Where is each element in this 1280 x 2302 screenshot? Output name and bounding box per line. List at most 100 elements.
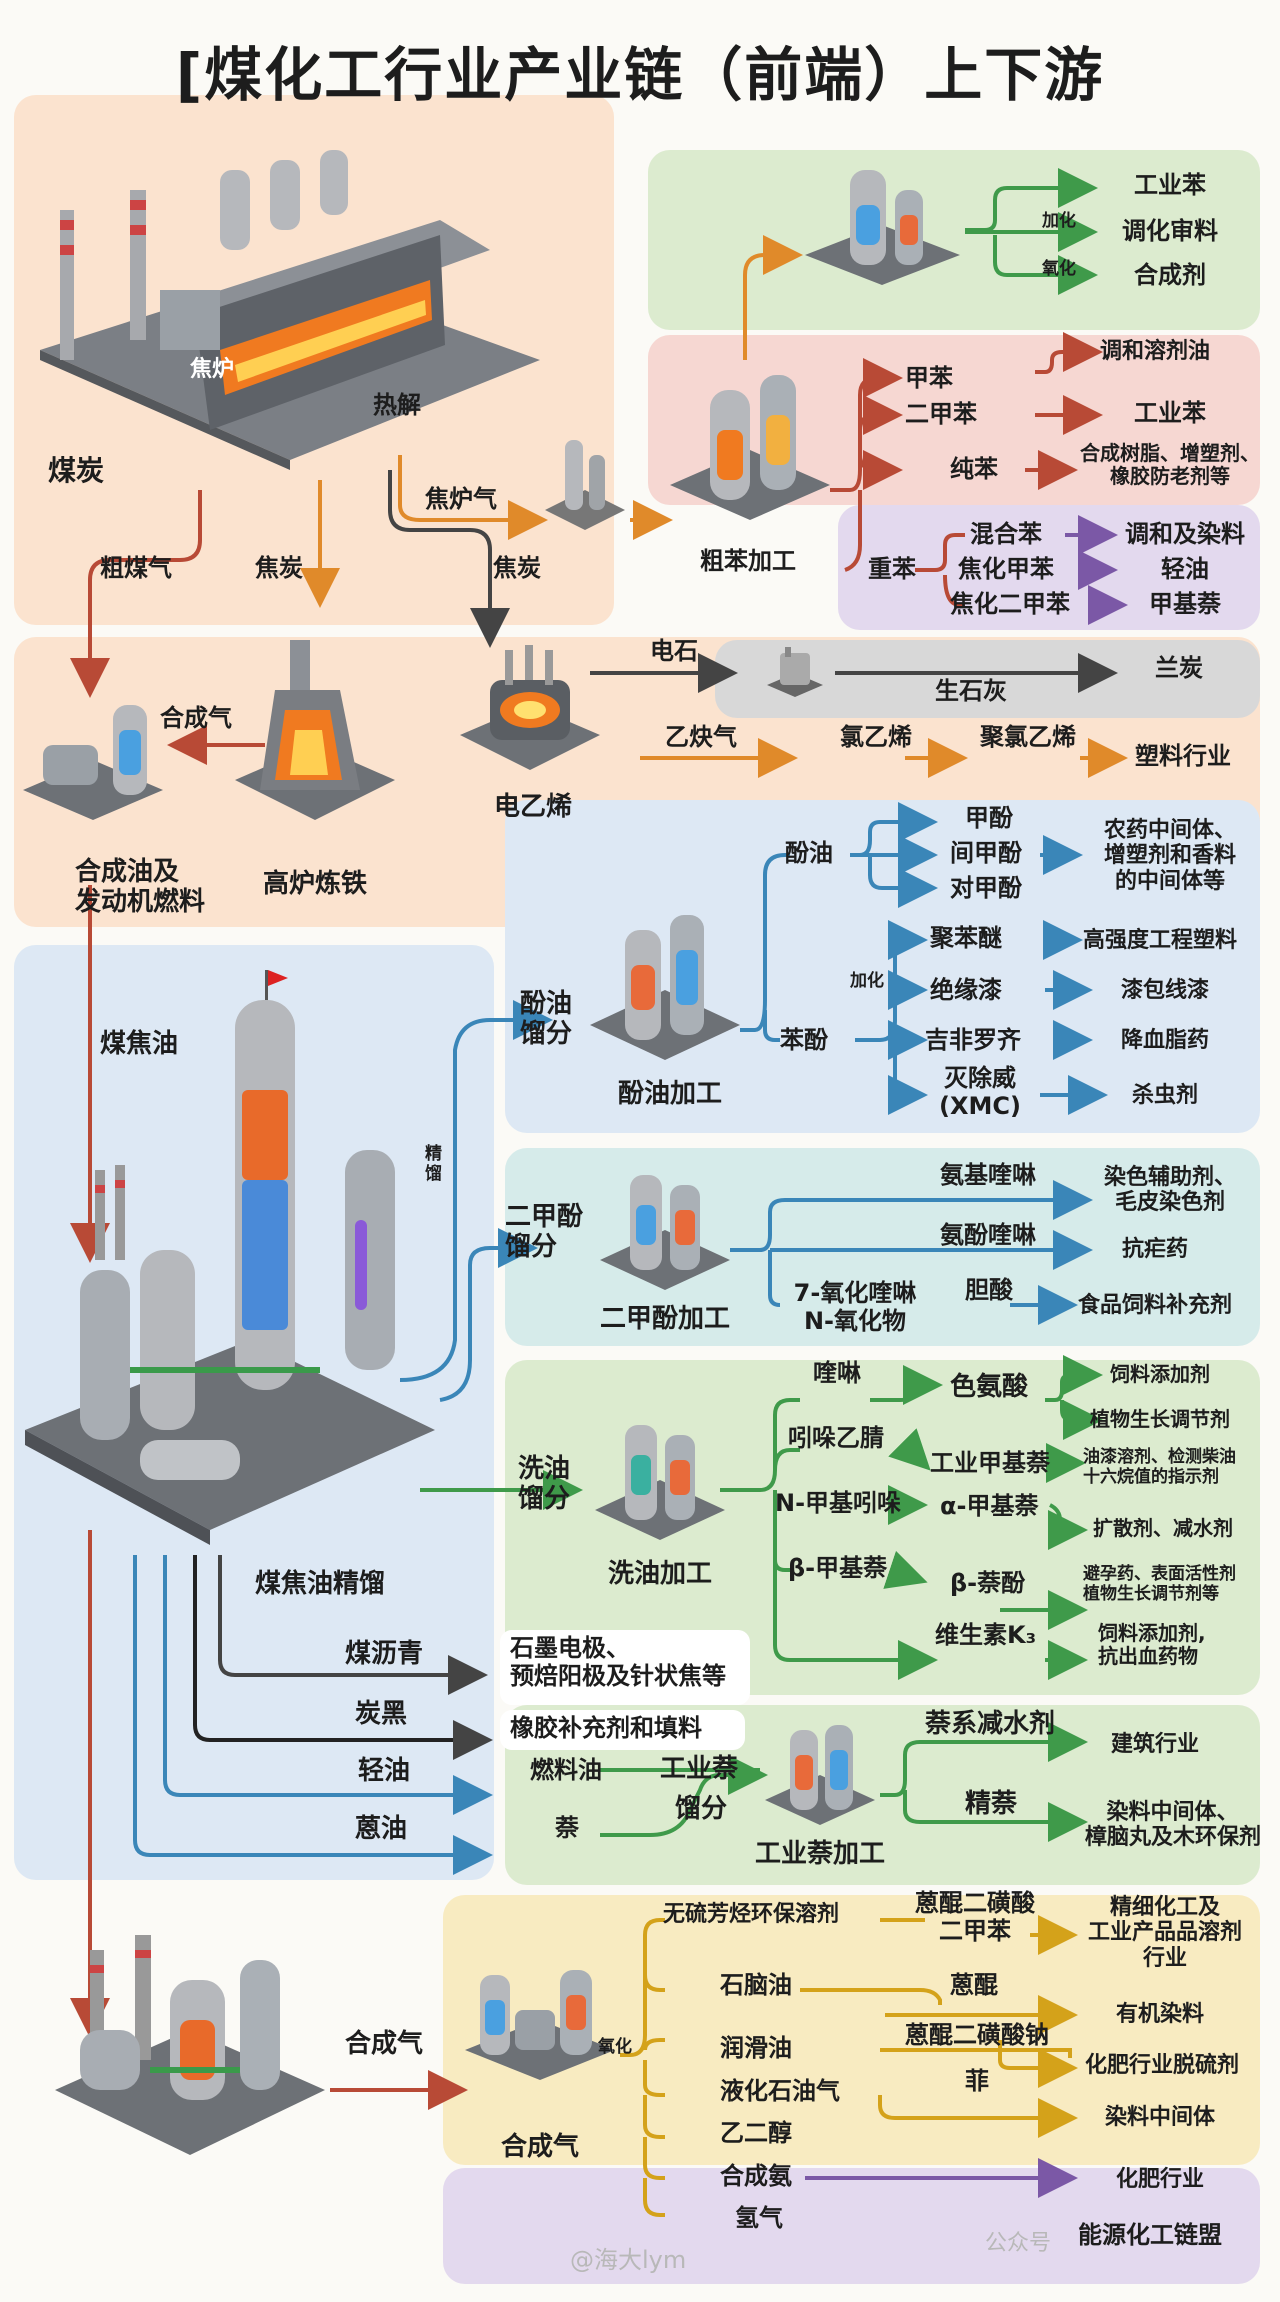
gas-left-6: 氢气 xyxy=(735,2204,783,2232)
wash-left-2: N-甲基吲哚 xyxy=(775,1489,902,1517)
oxidation-label: 氧化 xyxy=(1042,259,1076,279)
blast-furnace-plant xyxy=(230,630,400,830)
weibo-watermark: @海大lym xyxy=(570,2246,687,2274)
coke-oven-plant xyxy=(20,150,540,480)
carbon-black-product: 橡胶补充剂和填料 xyxy=(510,1714,702,1742)
wash-product-0: 饲料添加剂 xyxy=(1110,1362,1210,1386)
toluene-label: 甲苯 xyxy=(905,364,953,392)
vinyl-chloride-label: 氯乙烯 xyxy=(840,723,912,751)
xylenol-item-0: 氨基喹啉 xyxy=(940,1161,1036,1189)
plastics-label: 塑料行业 xyxy=(1135,742,1231,770)
panel-heavy-benzene xyxy=(838,505,1260,630)
ind-naph-label: 工业萘 xyxy=(660,1754,739,1784)
phenol-item-2: 吉非罗齐 xyxy=(925,1026,1021,1054)
wash-mid-2: α-甲基萘 xyxy=(940,1492,1039,1520)
coal-label: 煤炭 xyxy=(48,454,105,487)
gas-left-2: 润滑油 xyxy=(720,2034,792,2062)
gas-left-0: 无硫芳烃环保溶剂 xyxy=(663,1902,840,1927)
electric-ethylene-label: 电乙烯 xyxy=(493,792,572,822)
gas-syngas-arrow-label: 合成气 xyxy=(345,2029,424,2059)
xylenol-product-1: 抗疟药 xyxy=(1121,1237,1188,1262)
blast-furnace-label: 高炉炼铁 xyxy=(262,869,367,899)
wash-oil-fraction-label: 洗油 馏分 xyxy=(518,1454,571,1514)
refining-label: 精馏 xyxy=(425,1144,442,1184)
gas-product-3: 染料中间体 xyxy=(1104,2105,1215,2130)
gas-left-3: 液化石油气 xyxy=(720,2077,840,2105)
heavy-item-0: 混合苯 xyxy=(970,520,1042,548)
wash-product-1: 植物生长调节剂 xyxy=(1090,1407,1230,1431)
phenol-product-2: 降血脂药 xyxy=(1120,1028,1209,1053)
cresol-0: 甲酚 xyxy=(965,804,1013,832)
wash-product-4: 避孕药、表面活性剂 植物生长调节剂等 xyxy=(1083,1564,1236,1604)
phenol-oil-label: 酚油 xyxy=(785,839,833,867)
refining-plant-label: 煤焦油精馏 xyxy=(254,1569,385,1599)
gas-mid-3: 菲 xyxy=(965,2067,989,2095)
anthracene-oil-label: 蒽油 xyxy=(355,1814,408,1844)
wash-product-2: 油漆溶剂、检测柴油 十六烷值的指示剂 xyxy=(1083,1447,1236,1487)
wash-mid-3: β-萘酚 xyxy=(950,1569,1026,1597)
phenol-product-0: 高强度工程塑料 xyxy=(1083,928,1238,953)
tar-distillation-plant xyxy=(20,970,440,1570)
syngas-plant xyxy=(460,1950,620,2090)
cresol-2: 对甲酚 xyxy=(950,874,1022,902)
carbon-black-product-box xyxy=(500,1710,745,1750)
xylenol-product-0: 染色辅助剂、 毛皮染色剂 xyxy=(1103,1165,1236,1216)
refined-naph-label: 精萘 xyxy=(965,1789,1018,1819)
wash-mid-4: 维生素K₃ xyxy=(935,1621,1037,1649)
coke-oven-gas-label: 焦炉气 xyxy=(425,485,497,513)
wash-mid-0: 色氨酸 xyxy=(950,1372,1029,1402)
naphthalene-plant-label: 工业萘加工 xyxy=(754,1839,885,1869)
xylenol-item-3: 胆酸 xyxy=(965,1276,1013,1304)
xylenol-item-1: 氨酚喹啉 xyxy=(940,1221,1036,1249)
gas-left-4: 乙二醇 xyxy=(720,2119,792,2147)
benzene-hydro-plant xyxy=(800,165,965,290)
light-oil-label: 轻油 xyxy=(358,1756,411,1786)
phenol-hydro-label: 加化 xyxy=(850,971,884,991)
syngas-oil-plant xyxy=(18,690,168,830)
pure-benzene-product: 合成树脂、增塑剂、橡胶防老剂等 xyxy=(1080,441,1260,488)
crude-benzene-label: 粗苯加工 xyxy=(700,547,796,575)
panel-gas-bottom xyxy=(443,2168,1260,2284)
xylenol-item-2: 7-氧化喹啉 N-氧化物 xyxy=(793,1279,917,1335)
heavy-product-2: 甲基萘 xyxy=(1149,590,1221,618)
gas-product-5: 能源化工链盟 xyxy=(1078,2221,1222,2249)
calcium-carbide-label: 电石 xyxy=(650,637,698,665)
xylenol-fraction-label: 二甲酚 馏分 xyxy=(505,1202,584,1262)
wash-product-5: 饲料添加剂, 抗出血药物 xyxy=(1098,1621,1206,1668)
wash-product-3: 扩散剂、减水剂 xyxy=(1093,1516,1233,1540)
gas-left-1: 石脑油 xyxy=(720,1971,792,1999)
carbon-black-label: 炭黑 xyxy=(355,1699,408,1729)
heavy-item-2: 焦化二甲苯 xyxy=(950,590,1070,618)
coke-label-2: 焦炭 xyxy=(493,554,541,582)
lime-label: 生石灰 xyxy=(935,677,1007,705)
gas-product-1: 有机染料 xyxy=(1115,2002,1204,2027)
toluene-product: 调和溶剂油 xyxy=(1100,339,1211,364)
gas-mid-2: 蒽醌二磺酸钠 xyxy=(905,2021,1049,2049)
gas-oxidation-label: 氧化 xyxy=(598,2037,632,2057)
pvc-label: 聚氯乙烯 xyxy=(980,723,1076,751)
panel-top-green xyxy=(648,150,1260,330)
xylenol-plant xyxy=(595,1160,735,1300)
wash-oil-plant xyxy=(590,1410,730,1550)
wechat-watermark: 公众号 xyxy=(985,2231,1052,2256)
naphthalene-label: 萘 xyxy=(555,1814,579,1842)
gas-left-5: 合成氨 xyxy=(720,2162,792,2190)
syngas-label: 合成气 xyxy=(160,704,232,732)
blue-coke-label: 兰炭 xyxy=(1155,654,1203,682)
reducer-label: 萘系减水剂 xyxy=(925,1709,1056,1739)
wash-mid-1: 工业甲基萘 xyxy=(930,1449,1050,1477)
lime-kiln xyxy=(765,645,825,700)
pitch-product: 石墨电极、 预焙阳极及针状焦等 xyxy=(510,1634,726,1690)
crude-benzene-plant xyxy=(665,360,835,530)
naph-product-0: 建筑行业 xyxy=(1110,1732,1199,1757)
syngas-plant-label: 合成气 xyxy=(500,2132,579,2162)
cresol-1: 间甲酚 xyxy=(950,839,1022,867)
pure-benzene-label: 纯苯 xyxy=(950,455,998,483)
gas-product-4: 化肥行业 xyxy=(1115,2167,1204,2192)
raw-gas-label: 粗煤气 xyxy=(100,554,172,582)
phenol-product-3: 杀虫剂 xyxy=(1131,1083,1198,1108)
phenol-item-1: 绝缘漆 xyxy=(930,976,1002,1004)
wash-left-1: 吲哚乙腈 xyxy=(788,1424,884,1452)
wash-oil-plant-label: 洗油加工 xyxy=(607,1559,712,1589)
heavy-product-0: 调和及染料 xyxy=(1125,520,1245,548)
